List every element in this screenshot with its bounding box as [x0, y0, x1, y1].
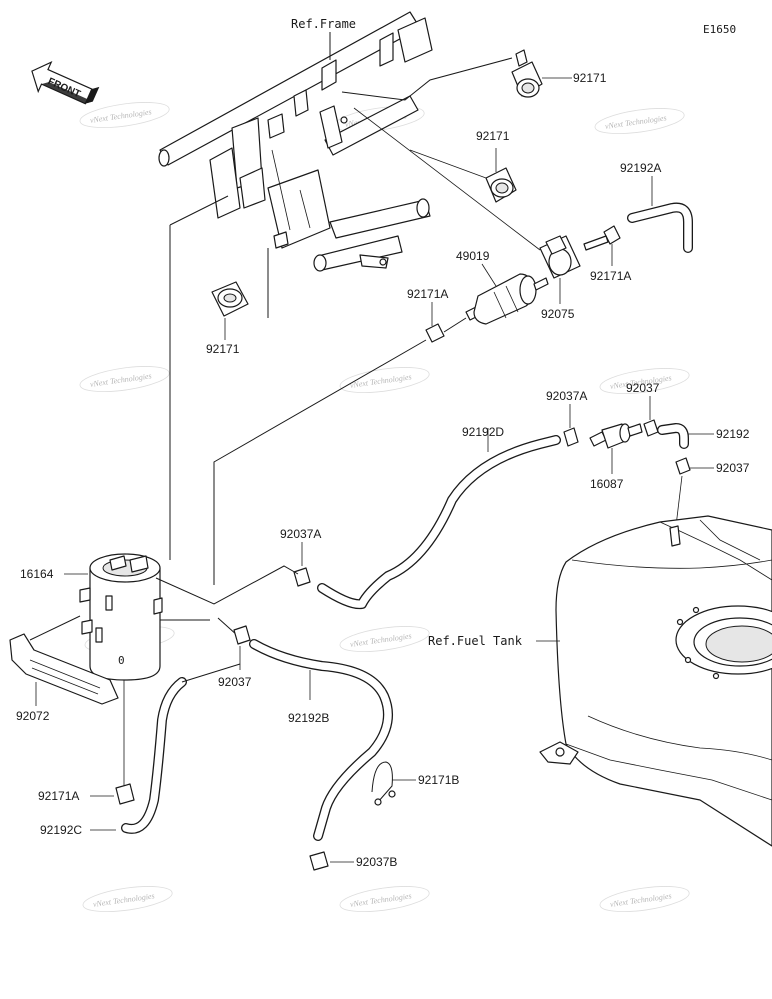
part-label-92037A-b: 92037A — [280, 527, 321, 541]
part-label-92171-a: 92171 — [573, 71, 607, 85]
part-label-92192C: 92192C — [40, 823, 82, 837]
band-92072 — [9, 633, 119, 705]
front-arrow-icon: FRONT — [31, 60, 100, 105]
part-label-92075: 92075 — [541, 307, 575, 321]
watermark-text: vNext Technologies — [349, 372, 412, 390]
part-label-49019: 49019 — [456, 249, 490, 263]
clamp-92171-middle — [485, 167, 517, 203]
watermark-text: vNext Technologies — [604, 113, 667, 131]
watermark-text: vNext Technologies — [609, 891, 672, 909]
part-label-92171-b: 92171 — [476, 129, 510, 143]
clip-92171A-lower — [425, 323, 445, 343]
watermark-text: vNext Technologies — [92, 891, 155, 909]
clip-92171A-canister — [115, 783, 135, 805]
part-label-92192: 92192 — [716, 427, 750, 441]
canister-16164: 0 — [79, 553, 163, 681]
clip-92171A-upper — [583, 225, 621, 251]
ref-frame-label: Ref.Frame — [291, 17, 356, 31]
fuel-tank — [539, 515, 772, 847]
watermark-text: vNext Technologies — [349, 891, 412, 909]
part-label-92171A-a: 92171A — [590, 269, 631, 283]
clamp-92171-top — [511, 49, 543, 98]
part-label-92037-b: 92037 — [716, 461, 750, 475]
clip-92037A-upper — [563, 427, 579, 447]
bracket-92075 — [539, 235, 581, 279]
clamp-92171-left — [211, 281, 249, 317]
part-label-92171A-b: 92171A — [407, 287, 448, 301]
ref-fuel-tank-label: Ref.Fuel Tank — [428, 634, 523, 648]
fuel-filter-49019 — [465, 273, 549, 325]
valve-16087 — [589, 423, 643, 449]
part-label-92192B: 92192B — [288, 711, 329, 725]
part-label-92192A: 92192A — [620, 161, 661, 175]
clamp-92171B — [371, 761, 396, 806]
diagram-code: E1650 — [703, 23, 736, 36]
part-label-16164: 16164 — [20, 567, 54, 581]
clip-92037B — [309, 851, 329, 871]
part-label-92171-c: 92171 — [206, 342, 240, 356]
clip-92037-lower — [675, 457, 691, 475]
part-label-92171A-c: 92171A — [38, 789, 79, 803]
part-label-16087: 16087 — [590, 477, 624, 491]
watermark-text: vNext Technologies — [349, 631, 412, 649]
part-label-92192D: 92192D — [462, 425, 504, 439]
canister-mark: 0 — [118, 654, 125, 667]
part-label-92037B: 92037B — [356, 855, 397, 869]
part-label-92037A-a: 92037A — [546, 389, 587, 403]
clip-92037A-middle — [293, 567, 311, 587]
watermark-text: vNext Technologies — [89, 107, 152, 125]
clip-92037-upper — [643, 419, 659, 437]
clip-92037-canister — [233, 625, 251, 645]
part-label-92072: 92072 — [16, 709, 50, 723]
part-label-92037-c: 92037 — [218, 675, 252, 689]
frame-assembly — [158, 11, 513, 272]
part-label-92171B: 92171B — [418, 773, 459, 787]
part-label-92037-a: 92037 — [626, 381, 660, 395]
watermark-text: vNext Technologies — [89, 371, 152, 389]
